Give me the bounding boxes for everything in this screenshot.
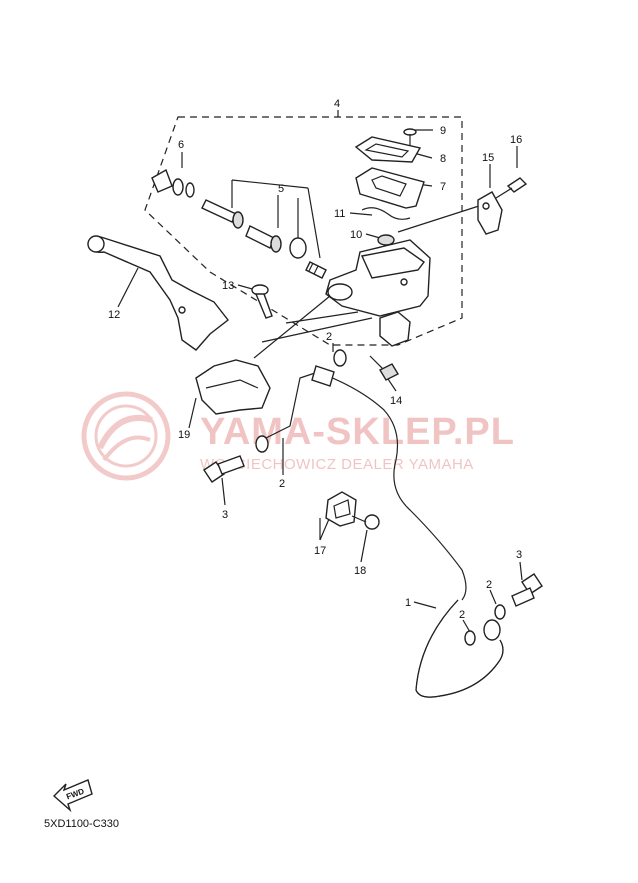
callout-11: 11: [334, 208, 345, 220]
callout-12: 12: [108, 309, 120, 321]
part-1-hose: [311, 365, 504, 698]
callout-9: 9: [440, 125, 446, 137]
callout-2-lower-right: 2: [459, 609, 465, 621]
part-2-washer-lower-right: [464, 630, 476, 646]
master-cylinder-body: [325, 239, 431, 347]
fwd-arrow-icon: FWD: [52, 779, 93, 813]
part-8-cap-detail: [364, 143, 410, 158]
callout-5: 5: [278, 183, 284, 195]
watermark: YAMA-SKLEP.PL WOJCIECHOWICZ DEALER YAMAH…: [81, 391, 515, 481]
part-19-switch: [195, 359, 271, 415]
callout-2-upper: 2: [326, 331, 332, 343]
part-9-screw: [403, 128, 417, 146]
callout-6: 6: [178, 139, 184, 151]
assembly-outline-4: [144, 116, 463, 346]
part-2-washer-upper: [333, 349, 347, 367]
callout-16: 16: [510, 134, 522, 146]
callouts: 4 9 6 8 16 15 5 7 11 10 13 12 2 14 19 2 …: [108, 98, 522, 621]
part-19-switch-detail: [205, 379, 259, 389]
callout-17: 17: [314, 545, 326, 557]
diagram-code: 5XD1100-C330: [44, 818, 119, 830]
callout-18: 18: [354, 565, 366, 577]
part-12-lever-pivot: [178, 306, 186, 314]
callout-3-right: 3: [516, 549, 522, 561]
part-2-washer-right: [494, 604, 506, 620]
part-5-piston-kit: [201, 199, 327, 279]
callout-10: 10: [350, 229, 362, 241]
part-3-banjo-bolt-left: [203, 455, 245, 483]
callout-13: 13: [222, 280, 234, 292]
callout-3-left: 3: [222, 509, 228, 521]
callout-4: 4: [334, 98, 340, 110]
callout-8: 8: [440, 153, 446, 165]
part-17-clamp-detail: [333, 499, 351, 519]
part-6-boot: [151, 168, 195, 198]
callout-14: 14: [390, 395, 402, 407]
watermark-title: YAMA-SKLEP.PL: [200, 411, 515, 453]
part-10-float: [377, 234, 395, 246]
part-12-lever: [87, 236, 229, 351]
part-18-bolt: [351, 514, 380, 530]
part-2-washer-left: [255, 435, 269, 453]
callout-2-left: 2: [279, 478, 285, 490]
watermark-logo: [81, 391, 171, 481]
part-12-lever-ball: [87, 235, 105, 253]
callout-19: 19: [178, 429, 190, 441]
part-3-banjo-bolt-right: [511, 573, 543, 607]
callout-1: 1: [405, 597, 411, 609]
part-7-plate-detail: [371, 175, 407, 197]
part-16-bolt: [495, 177, 528, 199]
part-11-diaphragm: [361, 207, 411, 220]
part-15-hole: [482, 202, 490, 210]
callout-15: 15: [482, 152, 494, 164]
part-13-pivot-bolt: [251, 284, 273, 319]
part-17-clamp: [325, 491, 357, 527]
part-7-plate: [355, 167, 425, 209]
part-14-cap: [379, 363, 399, 381]
callout-7: 7: [440, 181, 446, 193]
watermark-subtitle: WOJCIECHOWICZ DEALER YAMAHA: [200, 456, 474, 473]
part-15-bracket: [477, 191, 503, 235]
callout-2-right: 2: [486, 579, 492, 591]
